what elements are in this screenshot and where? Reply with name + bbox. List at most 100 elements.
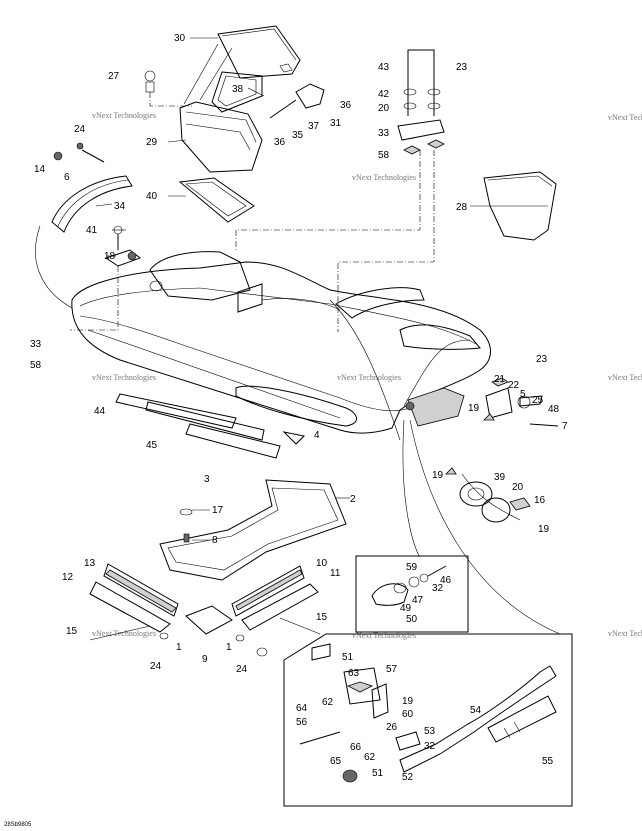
callout-label: 44	[94, 406, 106, 417]
callout-label: 23	[456, 62, 468, 73]
callout-label: 5	[520, 389, 526, 400]
callout-label: 58	[378, 150, 390, 161]
callout-label: 18	[104, 251, 116, 262]
u-bolt-bracket	[235, 49, 445, 332]
watermarks: vNext Technologies vNext Technologies vN…	[92, 111, 642, 640]
detail-box-tow-eye	[355, 555, 469, 633]
callout-label: 45	[146, 440, 158, 451]
callout-label: 31	[330, 118, 342, 129]
callout-label: 33	[378, 128, 390, 139]
callout-label: 48	[548, 404, 560, 415]
callout-label: 24	[74, 124, 86, 135]
callout-label: 15	[66, 626, 78, 637]
callout-label: 65	[330, 756, 342, 767]
callout-label: 64	[296, 703, 308, 714]
callout-label: 22	[508, 380, 520, 391]
callout-label: 26	[386, 722, 398, 733]
callout-label: 29	[146, 137, 158, 148]
detail-box-handle	[283, 633, 573, 807]
hull-strips	[115, 393, 306, 459]
callout-label: 37	[308, 121, 320, 132]
sponsons	[89, 563, 321, 657]
callout-label: 28	[456, 202, 468, 213]
watermark-text: vNext Technologies	[92, 111, 156, 120]
callout-label: 62	[364, 752, 376, 763]
bracket-pin	[70, 225, 142, 331]
callout-label: 34	[114, 201, 126, 212]
watermark-text: vNext Technologies	[352, 631, 416, 640]
callout-label: 58	[30, 360, 42, 371]
callout-label: 51	[342, 652, 354, 663]
rear-hardware	[403, 339, 559, 521]
drawing-code: 28Sb9805	[4, 822, 32, 828]
callout-label: 12	[62, 572, 74, 583]
callout-label: 24	[150, 661, 162, 672]
callout-label: 1	[226, 642, 232, 653]
callout-label: 39	[494, 472, 506, 483]
callout-label: 55	[542, 756, 554, 767]
callout-label: 16	[534, 495, 546, 506]
callout-label: 49	[400, 603, 412, 614]
drain-plug	[445, 467, 531, 523]
watermark-text: vNext Technologies	[608, 629, 642, 638]
callout-label: 32	[432, 583, 444, 594]
callout-label: 14	[34, 164, 46, 175]
callouts: 30 27 38 36 37 31 35 36 43 23 42 20 33 5…	[30, 33, 568, 783]
callout-label: 43	[378, 62, 390, 73]
callout-label: 1	[176, 642, 182, 653]
callout-label: 63	[348, 668, 360, 679]
callout-label: 50	[406, 614, 418, 625]
callout-label: 13	[84, 558, 96, 569]
callout-label: 59	[406, 562, 418, 573]
callout-label: 60	[402, 709, 414, 720]
callout-label: 30	[174, 33, 186, 44]
callout-label: 42	[378, 89, 390, 100]
callout-label: 23	[536, 354, 548, 365]
watermark-text: vNext Technologies	[92, 373, 156, 382]
callout-label: 19	[432, 470, 444, 481]
callout-label: 4	[314, 430, 320, 441]
callout-label: 41	[86, 225, 98, 236]
callout-label: 21	[494, 374, 506, 385]
watermark-text: vNext Technologies	[352, 173, 416, 182]
callout-label: 46	[440, 575, 452, 586]
watercraft-hull	[71, 251, 491, 434]
callout-label: 66	[350, 742, 362, 753]
callout-label: 6	[64, 172, 70, 183]
callout-label: 3	[204, 474, 210, 485]
callout-label: 53	[424, 726, 436, 737]
hull-pad	[159, 479, 347, 581]
callout-label: 27	[108, 71, 120, 82]
callout-label: 2	[350, 494, 356, 505]
callout-label: 7	[562, 421, 568, 432]
callout-label: 57	[386, 664, 398, 675]
grab-handle	[35, 142, 133, 309]
callout-label: 52	[402, 772, 414, 783]
callout-label: 51	[372, 768, 384, 779]
callout-label: 20	[378, 103, 390, 114]
watermark-text: vNext Technologies	[608, 373, 642, 382]
callout-label: 56	[296, 717, 308, 728]
callout-label: 9	[202, 654, 208, 665]
callout-label: 19	[468, 403, 480, 414]
leader-lines	[95, 37, 561, 635]
watermark-text: vNext Technologies	[608, 113, 642, 122]
callout-label: 8	[212, 535, 218, 546]
callout-label: 25	[532, 395, 544, 406]
callout-label: 38	[232, 84, 244, 95]
callout-label: 33	[30, 339, 42, 350]
watermark-text: vNext Technologies	[92, 629, 156, 638]
callout-label: 17	[212, 505, 224, 516]
callout-label: 11	[330, 568, 341, 579]
storage-bucket	[483, 171, 557, 241]
callout-label: 10	[316, 558, 328, 569]
callout-label: 19	[538, 524, 550, 535]
callout-label: 36	[274, 137, 286, 148]
callout-label: 35	[292, 130, 304, 141]
callout-label: 32	[424, 741, 436, 752]
callout-label: 36	[340, 100, 352, 111]
callout-label: 54	[470, 705, 482, 716]
storage-bin-assembly	[144, 25, 325, 223]
callout-label: 19	[402, 696, 414, 707]
